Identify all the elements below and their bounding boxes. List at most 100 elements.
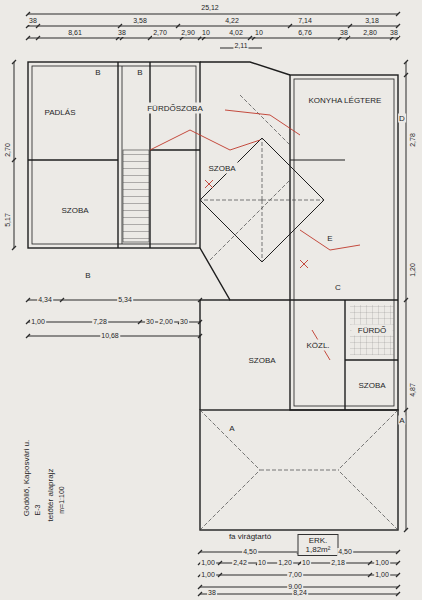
dimension: 2,78 (409, 132, 417, 148)
dimension: 8,61 (67, 29, 83, 37)
room-name: SZOBA (205, 164, 239, 173)
room-name: ERK. (302, 536, 335, 545)
dimension: 7,28 (92, 318, 108, 326)
dimension-tick (218, 573, 222, 577)
dimension: 38 (207, 589, 217, 597)
note: fa virágtartó (228, 532, 272, 541)
dimension: 30 (179, 318, 189, 326)
section-marker: A (228, 424, 235, 433)
dimension-tick (12, 60, 16, 64)
room-name: SZOBA (58, 206, 92, 215)
dimension-tick (176, 24, 180, 28)
dimension-tick (396, 550, 400, 554)
dimension-tick (198, 585, 202, 589)
room-label: SZOBA (202, 163, 242, 174)
dimension-tick (26, 36, 30, 40)
section-marker: A (398, 416, 405, 425)
room-label: SZOBA (242, 355, 282, 366)
dimension: 2,80 (362, 29, 378, 37)
dimension: 3,58 (132, 17, 148, 25)
dimension: 25,12 (200, 4, 220, 12)
dimension-tick (404, 298, 408, 302)
dimension: 1,00 (200, 559, 216, 567)
room-name: FÜRDŐSZOBA (144, 104, 206, 113)
dimension-tick (138, 320, 142, 324)
room-name: SZOBA (355, 381, 389, 390)
dimension: 4,50 (337, 548, 353, 556)
dimension: 2,00 (158, 318, 174, 326)
dimension-tick (198, 592, 202, 596)
dimension: 1,00 (200, 571, 216, 579)
dimension: 10 (254, 29, 264, 37)
dimension-tick (12, 246, 16, 250)
dimension: 5,34 (117, 296, 133, 304)
dimension: 7,00 (287, 571, 303, 579)
dimension: 1,00 (374, 571, 390, 579)
note: tetőtér alaprajz (46, 468, 55, 523)
dimension: 2,70 (4, 142, 12, 158)
dimension: 2,70 (152, 29, 168, 37)
dimension-tick (26, 334, 30, 338)
dimension-tick (368, 561, 372, 565)
dimension-tick (404, 60, 408, 64)
room-name: KÖZL. (303, 341, 333, 350)
dimension: 2,90 (180, 29, 196, 37)
dimension: 10 (201, 29, 211, 37)
dimension: 3,18 (364, 17, 380, 25)
room-label: KONYHA LÉGTERE (303, 95, 388, 106)
dimension-tick (404, 408, 408, 412)
dimension: 6,76 (297, 29, 313, 37)
dimension-tick (288, 24, 292, 28)
section-marker: C (334, 283, 342, 292)
dimension: 10 (257, 559, 267, 567)
room-label: FÜRDŐ (352, 325, 393, 336)
dimension-tick (396, 12, 400, 16)
dimension-tick (396, 585, 400, 589)
dimension-tick (118, 24, 122, 28)
dimension: 4,87 (409, 382, 417, 398)
section-marker: D (398, 114, 406, 123)
dimension-tick (396, 24, 400, 28)
dimension: 2,42 (232, 559, 248, 567)
dimension-tick (248, 36, 252, 40)
dimension-tick (396, 592, 400, 596)
room-label: FÜRDŐSZOBA (141, 103, 209, 114)
dimension: 4,22 (224, 17, 240, 25)
dimension-tick (396, 561, 400, 565)
room-name: SZOBA (245, 356, 279, 365)
dimension: 30 (145, 318, 155, 326)
room-label: SZOBA (352, 380, 392, 391)
dimension: 10 (301, 559, 311, 567)
note: E-3 (34, 504, 42, 517)
dimension: 4,34 (37, 296, 53, 304)
dimension: 1,20 (277, 559, 293, 567)
section-marker: B (136, 68, 143, 77)
dimension-tick (198, 550, 202, 554)
room-name: 1,82m² (302, 545, 335, 554)
dimension-tick (396, 573, 400, 577)
dimension-tick (348, 24, 352, 28)
dimension: 8,24 (292, 589, 308, 597)
section-marker: B (84, 271, 91, 280)
dimension-tick (218, 561, 222, 565)
dimension-tick (60, 298, 64, 302)
room-name: PADLÁS (42, 108, 79, 117)
dimension: 1,20 (409, 262, 417, 278)
dimension-tick (36, 36, 40, 40)
dimension: 38 (28, 17, 38, 25)
dimension-tick (26, 12, 30, 16)
room-name: KONYHA LÉGTERE (306, 96, 385, 105)
dimension: 2,11 (233, 42, 248, 50)
dimension-tick (404, 73, 408, 77)
dimension: 7,14 (297, 17, 313, 25)
dimension: 38 (339, 29, 349, 37)
dimension: 4,02 (228, 29, 244, 37)
dimension: 10,68 (100, 332, 120, 340)
room-name: FÜRDŐ (355, 326, 390, 335)
dimension: 2,18 (330, 559, 346, 567)
room-label: PADLÁS (39, 107, 82, 118)
section-marker: E (326, 234, 333, 243)
room-label: SZOBA (55, 205, 95, 216)
dimension: 5,17 (4, 212, 12, 228)
dimension: 38 (389, 29, 399, 37)
